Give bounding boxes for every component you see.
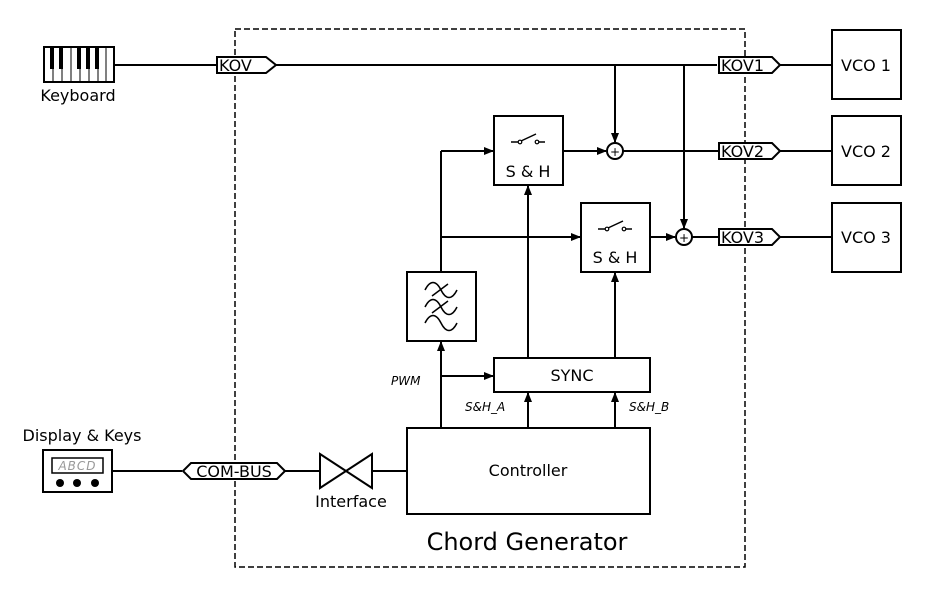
switch-icon (511, 133, 545, 145)
keyboard-label: Keyboard (40, 86, 115, 105)
svg-text:+: + (610, 145, 620, 159)
svg-text:VCO 1: VCO 1 (841, 56, 891, 75)
switch-icon (598, 220, 632, 232)
svg-text:SYNC: SYNC (550, 366, 593, 385)
svg-text:Controller: Controller (489, 461, 568, 480)
svg-text:ABCD: ABCD (57, 459, 96, 473)
pwm-signal-label: PWM (391, 374, 421, 388)
kov1-label: KOV1 (721, 56, 764, 75)
display-keys-label: Display & Keys (23, 426, 142, 445)
svg-text:COM-BUS: COM-BUS (196, 462, 272, 481)
lowpass-filter-icon (424, 281, 458, 332)
vco-2: VCO 2 (831, 115, 902, 186)
interface-block: Interface (315, 452, 387, 511)
svg-text:S & H: S & H (506, 162, 551, 181)
svg-text:+: + (679, 231, 689, 245)
kov3-label: KOV3 (721, 228, 764, 247)
controller-block: Controller (406, 427, 651, 515)
com-bus-connector: COM-BUS (181, 462, 287, 481)
vco-1: VCO 1 (831, 29, 902, 100)
chord-generator-title: Chord Generator (427, 528, 628, 556)
chord-generator-boundary (234, 28, 746, 568)
vco-3: VCO 3 (831, 202, 902, 273)
kov-input-connector: KOV (216, 56, 278, 75)
display-keys-icon: ABCD (42, 449, 113, 493)
kov2-output-connector: KOV2 (718, 142, 782, 161)
interface-label: Interface (315, 492, 387, 511)
sh-b-signal-label: S&H_B (629, 400, 669, 414)
sample-hold-1: S & H (493, 115, 564, 186)
svg-text:VCO 2: VCO 2 (841, 142, 891, 161)
adder-1: + (606, 142, 624, 160)
kov1-output-connector: KOV1 (718, 56, 782, 75)
sh-a-signal-label: S&H_A (465, 400, 505, 414)
kov3-output-connector: KOV3 (718, 228, 782, 247)
sample-hold-2: S & H (580, 202, 651, 273)
svg-text:S & H: S & H (593, 248, 638, 267)
svg-text:VCO 3: VCO 3 (841, 228, 891, 247)
piano-keyboard-icon (43, 46, 115, 83)
adder-2: + (675, 228, 693, 246)
sync-block: SYNC (493, 357, 651, 393)
kov-input-label: KOV (219, 56, 252, 75)
lowpass-filter (406, 271, 477, 342)
kov2-label: KOV2 (721, 142, 764, 161)
